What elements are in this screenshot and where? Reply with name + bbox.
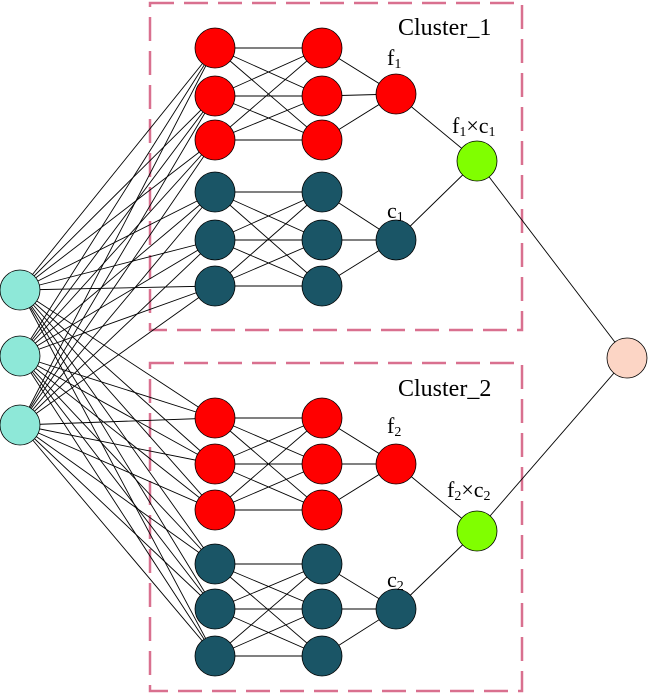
edge-input-hidden bbox=[19, 47, 216, 426]
input-node-2 bbox=[0, 335, 41, 377]
edge-product-output bbox=[476, 160, 628, 359]
product-1-node bbox=[456, 140, 498, 182]
f1-layer1-node-1 bbox=[194, 27, 236, 69]
c1-layer2-node-3 bbox=[301, 265, 343, 307]
edge-input-hidden bbox=[19, 289, 216, 511]
product-2-node bbox=[456, 510, 498, 552]
edge-input-hidden bbox=[19, 47, 216, 357]
edge-input-hidden bbox=[19, 95, 216, 357]
edge-input-hidden bbox=[19, 285, 216, 357]
edge-input-hidden bbox=[19, 139, 216, 291]
edge-product-output bbox=[476, 357, 628, 532]
f2-layer1-node-2 bbox=[194, 443, 236, 485]
c2-layer1-node-2 bbox=[194, 588, 236, 630]
edge-input-hidden bbox=[19, 424, 216, 565]
edge-input-hidden bbox=[19, 139, 216, 426]
f2-layer2-node-2 bbox=[301, 443, 343, 485]
f2-layer2-node-1 bbox=[301, 397, 343, 439]
f1-layer2-node-1 bbox=[301, 27, 343, 69]
cluster-2-border bbox=[148, 361, 524, 693]
nodes bbox=[0, 27, 648, 677]
edge-input-hidden bbox=[19, 355, 216, 465]
f2-layer2-node-3 bbox=[301, 489, 343, 531]
c2-label: c2 bbox=[387, 567, 404, 594]
c1-layer2-node-2 bbox=[301, 219, 343, 261]
edge-input-hidden bbox=[19, 95, 216, 426]
edge-input-hidden bbox=[19, 424, 216, 465]
f2-label: f2 bbox=[387, 413, 401, 440]
f2-layer1-node-3 bbox=[194, 489, 236, 531]
edge-input-hidden bbox=[19, 355, 216, 419]
edge-input-hidden bbox=[19, 191, 216, 291]
c2-layer2-node-3 bbox=[301, 635, 343, 677]
c2-layer2-node-1 bbox=[301, 543, 343, 585]
edge-hidden-hidden bbox=[214, 47, 323, 141]
edge-input-hidden bbox=[19, 191, 216, 426]
edge-input-hidden bbox=[19, 289, 216, 565]
edge-input-hidden bbox=[19, 289, 216, 610]
edge-input-hidden bbox=[19, 95, 216, 291]
edge-input-hidden bbox=[19, 355, 216, 657]
edge-hidden-hidden bbox=[214, 417, 323, 511]
edge-input-hidden bbox=[19, 289, 216, 657]
edge-input-hidden bbox=[19, 424, 216, 511]
input-node-3 bbox=[0, 404, 41, 446]
c1-layer1-node-1 bbox=[194, 171, 236, 213]
edge-input-hidden bbox=[19, 47, 216, 291]
edge-input-hidden bbox=[19, 239, 216, 291]
edge-input-hidden bbox=[19, 289, 216, 419]
c1-output-node bbox=[375, 219, 417, 261]
f2-output-node bbox=[375, 443, 417, 485]
edge-hidden-hidden bbox=[214, 191, 323, 287]
f1-layer2-node-3 bbox=[301, 119, 343, 161]
f1-label: f1 bbox=[387, 45, 401, 72]
cluster-1-title: Cluster_1 bbox=[398, 15, 491, 41]
f1-output-node bbox=[375, 73, 417, 115]
edge-input-hidden bbox=[19, 355, 216, 565]
product-1-label: f1×c1 bbox=[452, 113, 496, 140]
f1-layer1-node-3 bbox=[194, 119, 236, 161]
edge-input-hidden bbox=[19, 355, 216, 610]
edge-input-hidden bbox=[19, 285, 216, 426]
c1-label: c1 bbox=[387, 198, 404, 225]
edge-input-hidden bbox=[19, 239, 216, 426]
edge-input-hidden bbox=[19, 424, 216, 657]
edge-input-hidden bbox=[19, 191, 216, 357]
edge-input-hidden bbox=[19, 289, 216, 465]
edge-input-hidden bbox=[19, 355, 216, 511]
c1-layer1-node-2 bbox=[194, 219, 236, 261]
edge-input-hidden bbox=[19, 417, 216, 426]
final-output-node bbox=[606, 337, 648, 379]
input-node-1 bbox=[0, 269, 41, 311]
edge-input-hidden bbox=[19, 424, 216, 610]
c2-layer1-node-1 bbox=[194, 543, 236, 585]
cluster-2-title: Cluster_2 bbox=[398, 376, 491, 402]
c2-output-node bbox=[375, 588, 417, 630]
f2-layer1-node-1 bbox=[194, 397, 236, 439]
edge-input-hidden bbox=[19, 285, 216, 291]
c2-layer1-node-3 bbox=[194, 635, 236, 677]
c1-layer1-node-3 bbox=[194, 265, 236, 307]
f1-layer1-node-2 bbox=[194, 75, 236, 117]
edge-input-hidden bbox=[19, 239, 216, 357]
c1-layer2-node-1 bbox=[301, 171, 343, 213]
cluster-1-border bbox=[148, 1, 524, 332]
f1-layer2-node-2 bbox=[301, 75, 343, 117]
product-2-label: f2×c2 bbox=[447, 477, 491, 504]
c2-layer2-node-2 bbox=[301, 588, 343, 630]
edge-input-hidden bbox=[19, 139, 216, 357]
edge-hidden-hidden bbox=[214, 563, 323, 657]
